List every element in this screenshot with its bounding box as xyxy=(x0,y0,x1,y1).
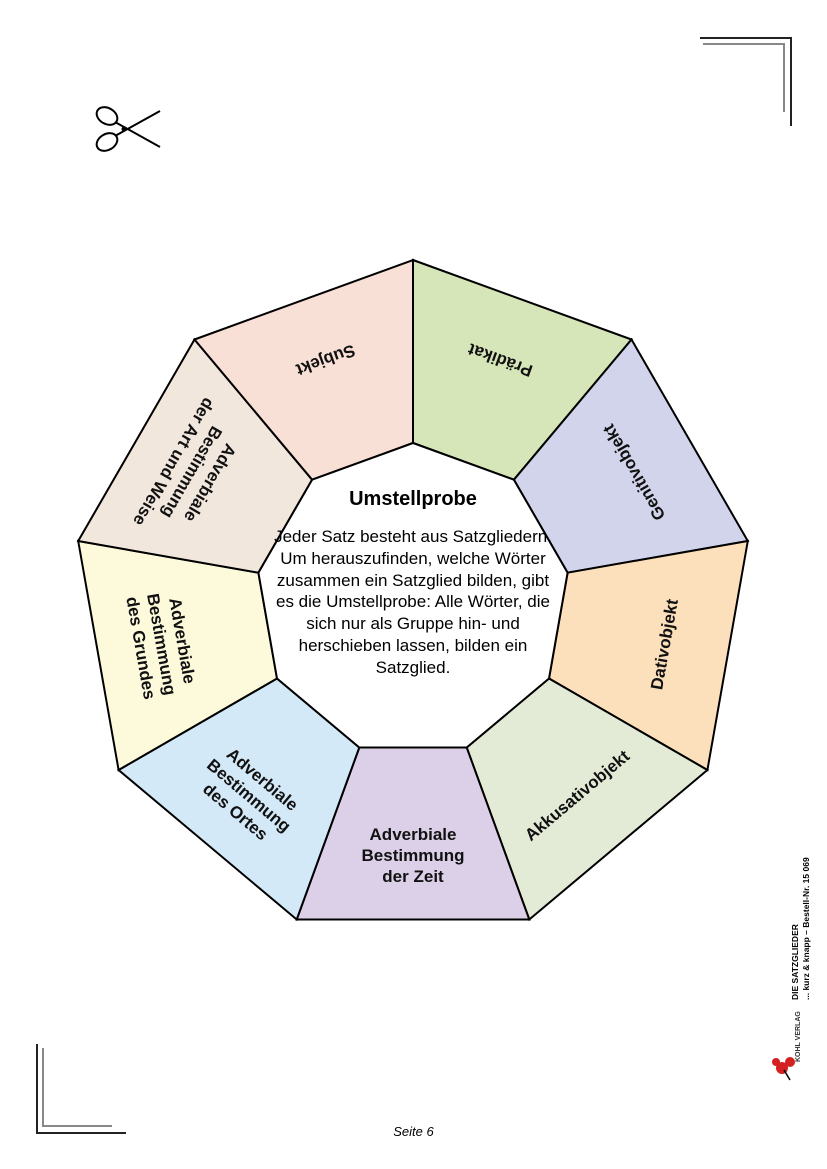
scissors-icon xyxy=(95,106,161,152)
book-title: DIE SATZGLIEDER xyxy=(790,924,800,1000)
crop-mark-top-right xyxy=(700,37,792,126)
center-description: Jeder Satz besteht aus Satzgliedern. Um … xyxy=(274,527,552,677)
page-number: Seite 6 xyxy=(393,1124,434,1139)
crop-mark-bottom-left xyxy=(36,1044,126,1134)
segment-label-6: AdverbialeBestimmungdes Grundes xyxy=(122,588,200,701)
order-info: ... kurz & knapp – Bestell-Nr. 15 069 xyxy=(801,857,811,1000)
publisher-name: KOHL VERLAG xyxy=(795,1011,802,1062)
center-nonagon xyxy=(257,441,569,749)
center-title: Umstellprobe xyxy=(349,488,477,510)
kohl-verlag-logo xyxy=(772,1057,795,1081)
